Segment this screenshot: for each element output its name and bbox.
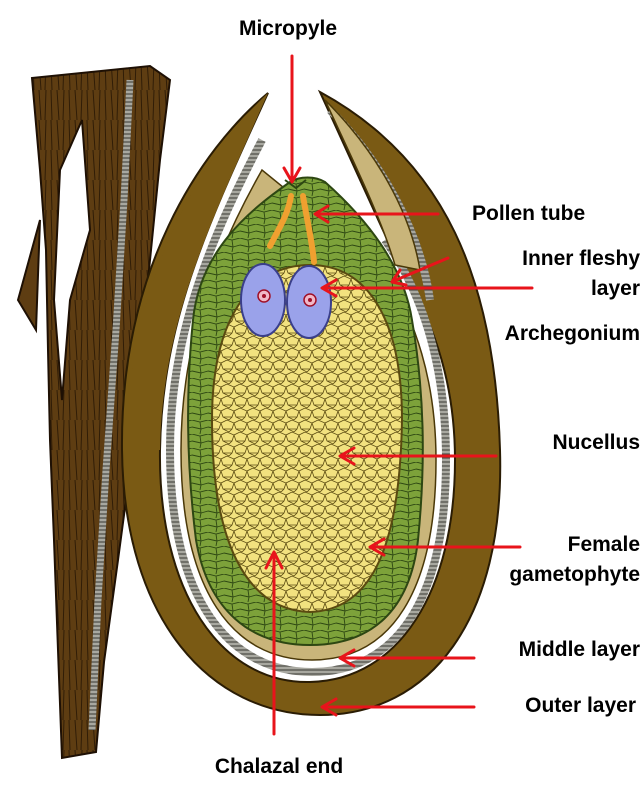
archegonium-right bbox=[287, 266, 331, 338]
label-archegonium: Archegonium bbox=[505, 322, 640, 345]
label-inner-fleshy-layer-2: layer bbox=[591, 277, 640, 300]
label-nucellus: Nucellus bbox=[552, 431, 640, 454]
archegonium-left bbox=[241, 264, 285, 336]
label-pollen-tube: Pollen tube bbox=[472, 202, 585, 225]
label-outer-layer: Outer layer bbox=[525, 694, 636, 717]
label-chalazal-end: Chalazal end bbox=[215, 755, 343, 778]
label-female-gametophyte-1: Female bbox=[568, 533, 640, 556]
label-inner-fleshy-layer-1: Inner fleshy bbox=[522, 247, 640, 270]
label-micropyle: Micropyle bbox=[239, 17, 337, 40]
micropyle-arrow bbox=[284, 56, 300, 182]
label-middle-layer: Middle layer bbox=[519, 638, 640, 661]
label-female-gametophyte-2: gametophyte bbox=[509, 563, 640, 586]
